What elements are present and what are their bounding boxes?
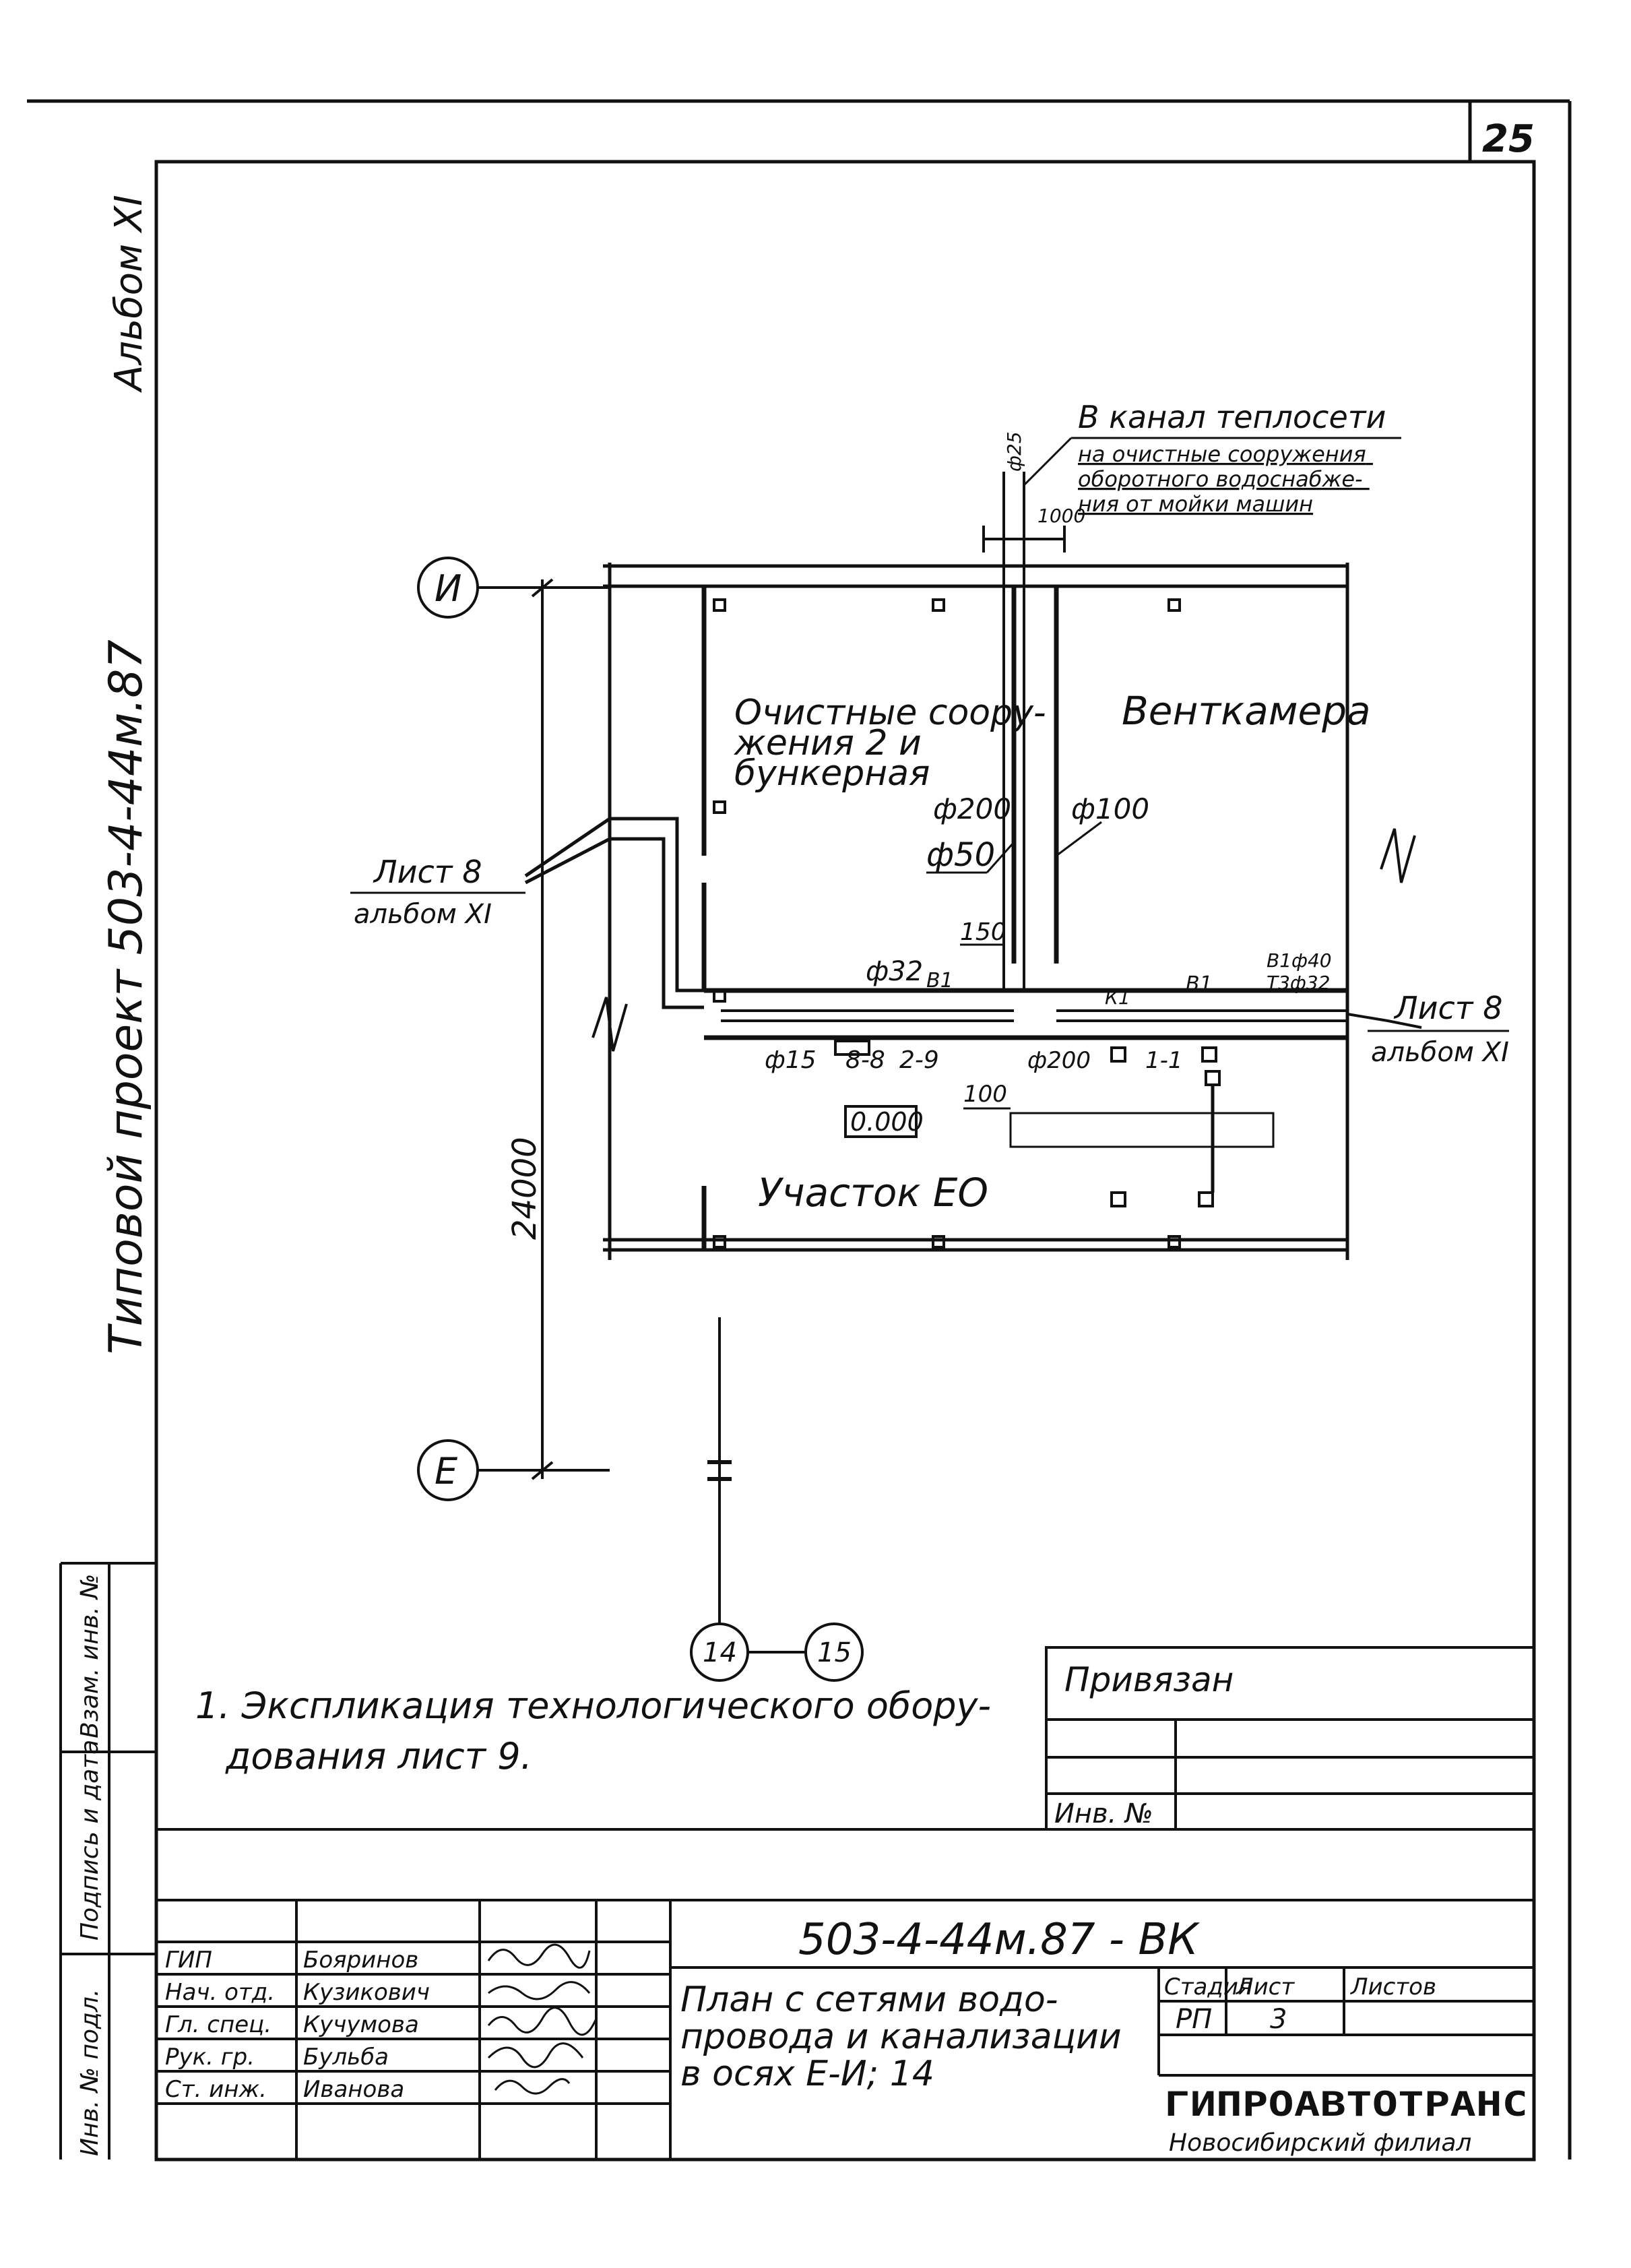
label-pipe-note: В1ф40 Т3ф32 <box>1267 949 1338 994</box>
right-sheet-reference: Лист 8 альбом XI <box>1368 990 1509 1068</box>
side-label-vzam: Взам. инв. № <box>76 1574 104 1738</box>
title-block <box>155 1828 1535 2161</box>
room-ventchamber: Венткамера <box>1122 688 1371 734</box>
label-k1: К1 <box>1105 986 1130 1009</box>
label-d200b: ф200 <box>1027 1047 1091 1074</box>
col-stage: Стадия <box>1164 1974 1252 2001</box>
label-d15: ф15 <box>765 1046 817 1074</box>
label-d50: ф50 <box>926 836 995 874</box>
level-mark: 0.000 <box>850 1107 924 1137</box>
svg-text:альбом XI: альбом XI <box>1371 1037 1509 1068</box>
inv-no-label: Инв. № <box>1054 1798 1153 1829</box>
svg-text:Лист 8: Лист 8 <box>373 854 482 890</box>
level-box <box>844 1105 918 1138</box>
building-plan: 0.000 <box>524 472 1422 1260</box>
svg-text:В канал теплосети: В канал теплосети <box>1078 399 1386 435</box>
label-d32: ф32 <box>866 956 923 987</box>
label-b1-right: В1 <box>1186 972 1213 996</box>
axis-14: 14 <box>703 1637 737 1668</box>
side-stamp <box>59 1562 156 2160</box>
label-d25: ф25 <box>1003 431 1025 472</box>
side-label-inv: Инв. № подл. <box>76 1989 104 2156</box>
name-gip: Бояринов <box>303 1947 418 1974</box>
axis-i: И <box>435 567 461 610</box>
label-d200: ф200 <box>933 792 1011 825</box>
svg-text:на очистные сооружения о: на очистные сооружения оборотного водосн… <box>1078 441 1373 517</box>
label-section-1-1: 1-1 <box>1145 1047 1183 1074</box>
label-section-8-8: 8-8 <box>845 1046 885 1074</box>
signature-rows: ГИП Бояринов Нач. отд. Кузикович Гл. спе… <box>165 1947 430 2103</box>
col-sheet: Лист <box>1235 1974 1295 2001</box>
role-chief: Гл. спец. <box>165 2011 271 2038</box>
label-section-2-9: 2-9 <box>899 1046 939 1074</box>
role-gip: ГИП <box>165 1947 212 1974</box>
privyazan-label: Привязан <box>1064 1660 1234 1699</box>
dimension-24000: 24000 <box>506 1137 544 1240</box>
name-chief: Кучумова <box>303 2011 419 2038</box>
general-note: 1. Экспликация технологического обору- д… <box>195 1684 1002 1777</box>
document-code: 503-4-44м.87 - ВК <box>798 1915 1200 1965</box>
grid-axes <box>417 557 864 1682</box>
label-100: 100 <box>963 1081 1007 1108</box>
svg-text:альбом XI: альбом XI <box>354 899 492 930</box>
svg-text:Лист 8: Лист 8 <box>1393 990 1502 1026</box>
drawing-title: План с сетями водо- провода и канализаци… <box>680 1980 1132 2094</box>
role-head: Нач. отд. <box>165 1979 275 2006</box>
room-treatment: Очистные соору- жения 2 и бункерная <box>734 693 1057 794</box>
side-label-podpis: Подпись и дата <box>76 1740 104 1941</box>
label-d100: ф100 <box>1071 792 1149 825</box>
album-label: Альбом XI <box>107 195 151 393</box>
name-head: Кузикович <box>303 1979 430 2006</box>
page-number: 25 <box>1482 117 1535 161</box>
heating-channel-callout: В канал теплосети на очистные сооружения… <box>1023 399 1401 517</box>
left-sheet-reference: Лист 8 альбом XI <box>350 854 525 930</box>
role-eng: Ст. инж. <box>165 2076 267 2103</box>
name-lead: Бульба <box>303 2044 389 2071</box>
washing-bay <box>1009 1112 1275 1148</box>
axis-15: 15 <box>817 1637 852 1668</box>
label-150: 150 <box>960 918 1006 946</box>
name-eng: Иванова <box>303 2076 404 2103</box>
project-label: Типовой проект 503-4-44м.87 <box>100 639 153 1354</box>
signatures <box>487 1943 598 2095</box>
axis-e: Е <box>435 1450 458 1492</box>
sheet-value: 3 <box>1270 2004 1287 2035</box>
stage-value: РП <box>1176 2004 1212 2035</box>
col-sheets: Листов <box>1349 1974 1436 2001</box>
branch: Новосибирский филиал <box>1169 2129 1471 2157</box>
label-b1: В1 <box>926 969 953 993</box>
role-lead: Рук. гр. <box>165 2044 255 2071</box>
room-eo-area: Участок ЕО <box>758 1170 988 1216</box>
label-1000: 1000 <box>1037 505 1085 527</box>
organization: ГИПРОАВТОТРАНС <box>1164 2085 1528 2124</box>
